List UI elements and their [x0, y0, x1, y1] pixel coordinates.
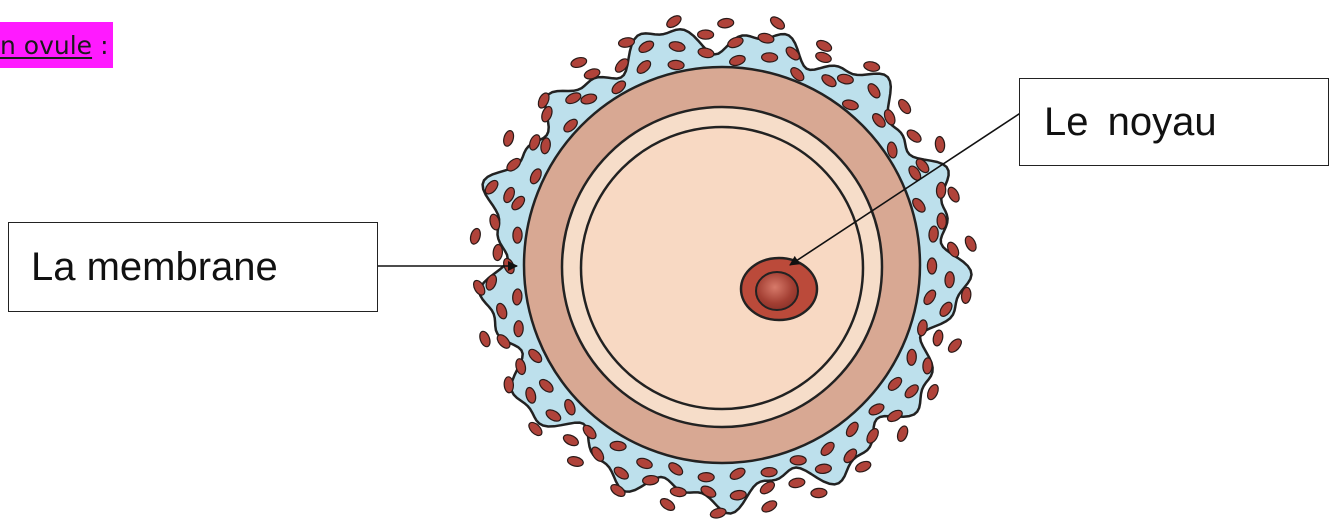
follicle-cell: [905, 128, 923, 145]
follicle-cell: [717, 18, 734, 29]
nucleus-label-text: Le noyau: [1044, 100, 1217, 145]
follicle-cell: [709, 507, 727, 520]
follicle-cell: [788, 477, 805, 489]
cytoplasm: [581, 127, 863, 409]
follicle-cell: [665, 13, 683, 30]
membrane-label: La membrane: [8, 222, 378, 312]
follicle-cell: [927, 258, 936, 274]
follicle-cell: [815, 38, 833, 53]
follicle-cell: [768, 14, 786, 31]
follicle-cell: [963, 234, 978, 252]
follicle-cell: [567, 455, 585, 468]
follicle-cell: [936, 182, 946, 198]
follicle-cell: [761, 53, 777, 63]
follicle-cell: [896, 425, 910, 443]
follicle-cell: [925, 383, 940, 401]
follicle-cell: [478, 330, 492, 348]
follicle-cell: [923, 358, 933, 374]
follicle-cell: [570, 56, 588, 69]
follicle-cell: [658, 496, 676, 513]
follicle-cell: [668, 60, 685, 70]
follicle-cell: [946, 185, 962, 203]
follicle-cell: [907, 349, 917, 365]
membrane-label-text: La membrane: [31, 245, 278, 290]
follicle-cell: [937, 213, 947, 229]
follicle-cell: [946, 337, 964, 355]
follicle-cell: [513, 227, 523, 243]
follicle-cell: [562, 433, 580, 448]
follicle-cell: [811, 488, 827, 498]
follicle-cell: [761, 467, 777, 477]
follicle-cell: [698, 473, 714, 482]
follicle-cell: [932, 329, 944, 347]
nucleolus: [756, 272, 798, 310]
follicle-cell: [863, 60, 881, 72]
follicle-cell: [896, 97, 913, 115]
follicle-cell: [493, 244, 503, 261]
follicle-cell: [469, 227, 482, 245]
follicle-cell: [502, 129, 515, 147]
follicle-cell: [935, 136, 946, 153]
follicle-cell: [814, 51, 832, 65]
follicle-cell: [790, 456, 806, 465]
follicle-cell: [945, 271, 955, 288]
follicle-cell: [514, 321, 524, 337]
follicle-cell: [854, 459, 872, 474]
follicle-cell: [760, 499, 778, 515]
nucleus-label: Le noyau: [1019, 78, 1329, 166]
follicle-cell: [698, 30, 714, 39]
